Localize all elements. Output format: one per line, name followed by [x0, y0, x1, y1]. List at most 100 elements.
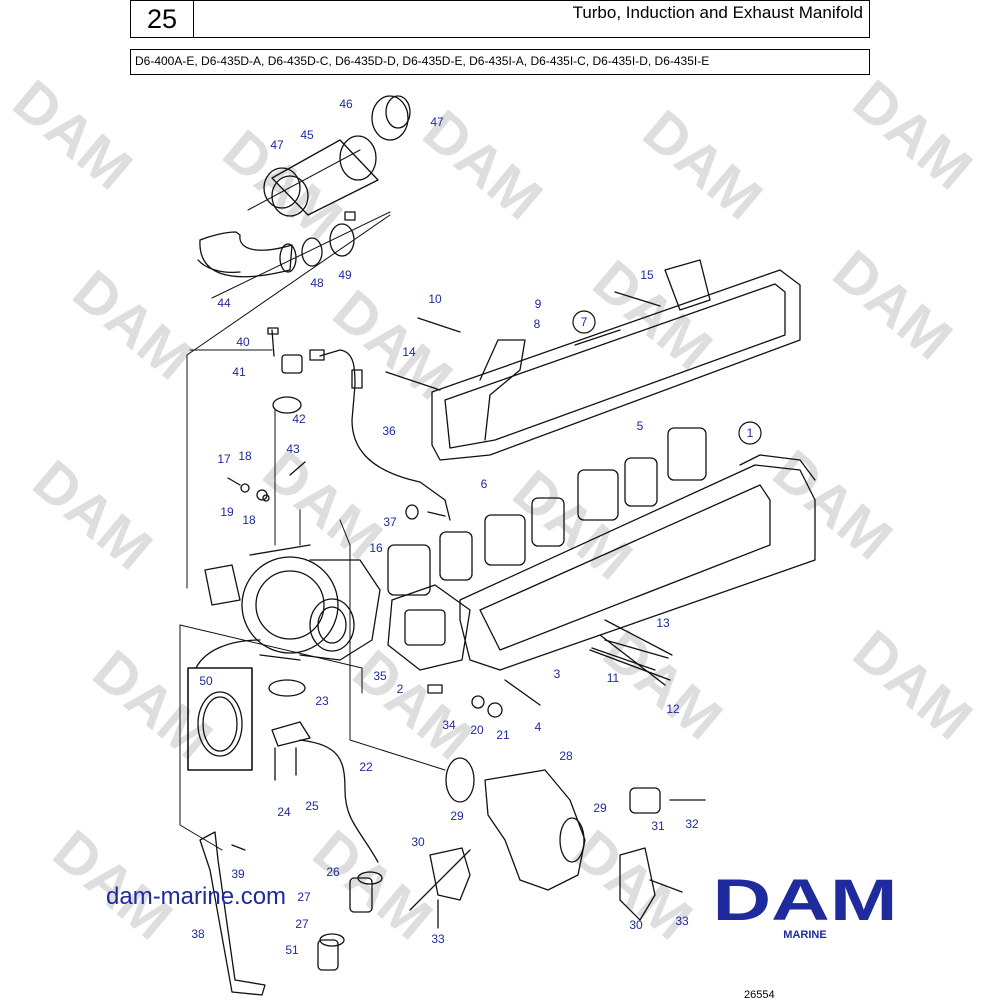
part-callout: 45	[300, 128, 314, 142]
callout-label: 27	[295, 917, 309, 931]
callout-label: 9	[535, 297, 542, 311]
exhaust-outlet-assembly	[409, 757, 706, 929]
callout-label: 11	[607, 671, 620, 685]
part-callout: 10	[428, 292, 442, 306]
callout-label: 23	[315, 694, 329, 708]
part-callout: 22	[359, 760, 373, 774]
part-callout: 14	[402, 345, 416, 359]
callout-label: 30	[411, 835, 425, 849]
part-callout: 25	[305, 799, 319, 813]
part-callout: 13	[656, 616, 670, 630]
part-callout: 34	[442, 718, 456, 732]
callout-label: 18	[242, 513, 256, 527]
oil-pipe	[267, 327, 451, 521]
callout-label: 33	[431, 932, 445, 946]
callout-label: 44	[217, 296, 231, 310]
turbo-flange	[387, 584, 471, 671]
part-callout: 11	[607, 671, 620, 685]
part-callout: 38	[191, 927, 205, 941]
part-callout: 28	[559, 749, 573, 763]
part-callout: 36	[382, 424, 396, 438]
callout-label: 20	[470, 723, 484, 737]
callout-label: 7	[581, 315, 588, 329]
part-callout: 15	[640, 268, 654, 282]
callout-label: 8	[534, 317, 541, 331]
page-number: 25	[130, 0, 194, 38]
part-callout: 23	[315, 694, 329, 708]
callout-label: 35	[373, 669, 387, 683]
part-callout: 17	[217, 452, 231, 466]
exhaust-manifold-upper	[385, 259, 801, 461]
callout-label: 45	[300, 128, 314, 142]
callout-label: 24	[277, 805, 291, 819]
callout-label: 43	[286, 442, 300, 456]
part-callout: 8	[534, 317, 541, 331]
logo-wordmark: DAM	[713, 870, 898, 933]
callout-label: 34	[442, 718, 456, 732]
part-callout: 47	[270, 138, 284, 152]
part-callout: 50	[199, 674, 213, 688]
page-title: Turbo, Induction and Exhaust Manifold	[193, 0, 870, 38]
part-callout: 31	[651, 819, 665, 833]
part-callout: 27	[295, 917, 309, 931]
callout-label: 42	[292, 412, 306, 426]
oil-return-assembly	[268, 679, 383, 971]
part-callout: 27	[297, 890, 311, 904]
callout-label: 18	[238, 449, 252, 463]
callout-label: 39	[231, 867, 245, 881]
part-callout: 29	[450, 809, 464, 823]
callout-label: 19	[220, 505, 234, 519]
callout-label: 29	[593, 801, 607, 815]
part-callout: 16	[369, 541, 383, 555]
manifold-gaskets	[387, 427, 707, 596]
callout-label: 25	[305, 799, 319, 813]
callout-label: 33	[675, 914, 689, 928]
part-callout: 4	[535, 720, 542, 734]
callout-label: 30	[629, 918, 643, 932]
callout-label: 41	[232, 365, 246, 379]
part-callout: 44	[217, 296, 231, 310]
callout-label: 14	[402, 345, 416, 359]
part-callout: 33	[675, 914, 689, 928]
part-callout: 37	[383, 515, 397, 529]
part-callout: 43	[286, 442, 300, 456]
callout-label: 6	[481, 477, 488, 491]
exhaust-manifold-lower	[459, 454, 816, 686]
callout-label: 4	[535, 720, 542, 734]
part-callout: 6	[481, 477, 488, 491]
logo-subtext: MARINE	[783, 929, 826, 941]
callout-label: 47	[430, 115, 444, 129]
part-callout: 19	[220, 505, 234, 519]
callout-label: 13	[656, 616, 670, 630]
part-callout: 40	[236, 335, 250, 349]
callout-label: 27	[297, 890, 311, 904]
part-callout: 42	[292, 412, 306, 426]
callout-label: 17	[217, 452, 231, 466]
callout-label: 3	[554, 667, 561, 681]
turbocharger	[204, 544, 381, 661]
callout-label: 36	[382, 424, 396, 438]
part-callout: 3	[554, 667, 561, 681]
callout-label: 50	[199, 674, 213, 688]
part-callout: 30	[629, 918, 643, 932]
drawing-number: 26554	[744, 989, 775, 1001]
part-callout: 7	[572, 310, 596, 334]
part-callout: 20	[470, 723, 484, 737]
callout-label: 2	[397, 682, 404, 696]
callout-label: 51	[285, 943, 299, 957]
callout-circle	[738, 421, 762, 445]
callout-label: 31	[651, 819, 665, 833]
callout-label: 26	[326, 865, 340, 879]
website-link[interactable]: dam-marine.com	[106, 883, 287, 910]
part-callout: 24	[277, 805, 291, 819]
gasket-box	[187, 639, 261, 771]
callout-label: 21	[496, 728, 510, 742]
part-callout: 30	[411, 835, 425, 849]
callout-label: 47	[270, 138, 284, 152]
part-callout: 48	[310, 276, 324, 290]
dam-marine-logo: DAM MARINE	[713, 870, 898, 941]
